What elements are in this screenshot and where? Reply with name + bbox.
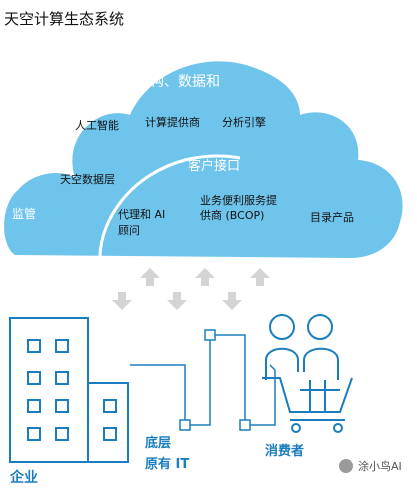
- cloud-catalog-label: 目录产品: [310, 210, 354, 224]
- page-title: 天空计算生态系统: [4, 10, 125, 28]
- cloud-data-layer-label: 天空数据层: [60, 172, 115, 186]
- cloud-agent-line1: 代理和 AI: [118, 208, 165, 221]
- watermark-logo-icon: [339, 459, 353, 473]
- arrow-down-2: [167, 292, 187, 310]
- arrow-up-2: [195, 268, 215, 286]
- cloud-shape: [4, 61, 403, 259]
- cloud-analytics-label: 分析引擎: [222, 115, 266, 129]
- enterprise-label: 企业: [9, 469, 38, 486]
- cloud-heading-line2: 分析: [110, 92, 138, 108]
- arrow-down-1: [112, 292, 132, 310]
- cloud-bcop-line1: 业务便利服务提: [200, 194, 277, 207]
- cloud-divider-curve: [98, 154, 241, 259]
- legacy-it-network-icon: [130, 329, 276, 431]
- cloud-regulation-label: 监管: [12, 206, 36, 221]
- watermark: 涂小鸟AI: [339, 459, 402, 473]
- cloud-customer-interface-label: 客户接口: [188, 158, 240, 174]
- cloud-compute-label: 计算提供商: [145, 115, 200, 129]
- watermark-text: 涂小鸟AI: [358, 459, 402, 473]
- arrow-up-1: [140, 268, 160, 286]
- consumer-label: 消费者: [265, 443, 304, 459]
- cloud-ai-label: 人工智能: [75, 118, 119, 132]
- cloud-agent-line2: 顾问: [118, 224, 140, 237]
- arrow-down-3: [222, 292, 242, 310]
- consumer-people-cart-icon: [262, 314, 353, 433]
- cloud-heading-line1: 基础架构、数据和: [108, 73, 220, 90]
- arrow-up-3: [250, 268, 270, 286]
- building-icon: [9, 317, 129, 463]
- legacy-label-line1: 底层: [145, 435, 171, 451]
- legacy-label-line2: 原有 IT: [145, 456, 189, 472]
- cloud-bcop-line2: 供商 (BCOP): [200, 208, 264, 222]
